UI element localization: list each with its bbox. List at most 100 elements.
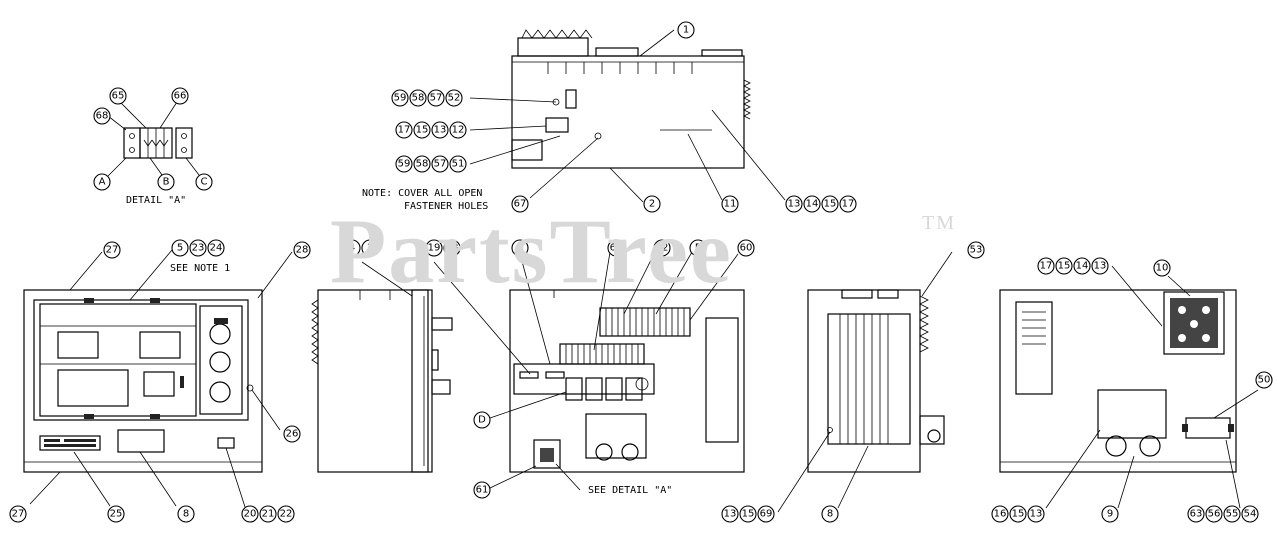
callout-69: 69 xyxy=(757,505,775,523)
svg-text:55: 55 xyxy=(1226,509,1239,520)
svg-text:13: 13 xyxy=(434,125,447,136)
svg-text:10: 10 xyxy=(1156,263,1169,274)
svg-text:67: 67 xyxy=(514,199,527,210)
callout-63: 63 xyxy=(1187,505,1205,523)
callout-55: 55 xyxy=(1223,505,1241,523)
svg-text:14: 14 xyxy=(806,199,819,210)
callout-12: 12 xyxy=(449,121,467,139)
svg-text:13: 13 xyxy=(1030,509,1043,520)
svg-text:19: 19 xyxy=(428,243,441,254)
callout-15: 15 xyxy=(413,121,431,139)
svg-text:56: 56 xyxy=(1208,509,1221,520)
callout-50: 50 xyxy=(1255,371,1273,389)
callout-24: 24 xyxy=(207,239,225,257)
svg-text:61: 61 xyxy=(476,485,489,496)
svg-text:27: 27 xyxy=(106,245,119,256)
svg-text:8: 8 xyxy=(827,509,833,520)
svg-text:14: 14 xyxy=(1076,261,1089,272)
svg-text:D: D xyxy=(478,415,486,426)
callout-A: A xyxy=(93,173,111,191)
callout-13: 13 xyxy=(721,505,739,523)
svg-text:53: 53 xyxy=(970,245,983,256)
callout-17: 17 xyxy=(839,195,857,213)
see-detail-a: SEE DETAIL "A" xyxy=(588,485,673,496)
svg-text:26: 26 xyxy=(286,429,299,440)
callout-58: 58 xyxy=(409,89,427,107)
svg-text:13: 13 xyxy=(724,509,737,520)
callout-67: 67 xyxy=(511,195,529,213)
callout-27: 27 xyxy=(9,505,27,523)
callout-15: 15 xyxy=(739,505,757,523)
svg-text:57: 57 xyxy=(434,159,447,170)
rear-view xyxy=(999,265,1259,509)
callout-13: 13 xyxy=(785,195,803,213)
svg-text:50: 50 xyxy=(1258,375,1271,386)
callout-10: 10 xyxy=(1153,259,1171,277)
svg-text:69: 69 xyxy=(760,509,773,520)
callout-64: 64 xyxy=(607,239,625,257)
svg-text:64: 64 xyxy=(610,243,623,254)
callout-15: 15 xyxy=(1009,505,1027,523)
callout-8: 8 xyxy=(177,505,195,523)
callout-22: 22 xyxy=(277,505,295,523)
callout-E: E xyxy=(689,239,707,257)
callout-51: 51 xyxy=(449,155,467,173)
svg-text:5: 5 xyxy=(177,243,183,254)
svg-text:68: 68 xyxy=(96,111,109,122)
svg-text:1: 1 xyxy=(683,25,689,36)
svg-text:66: 66 xyxy=(174,91,187,102)
callout-C: C xyxy=(195,173,213,191)
callout-56: 56 xyxy=(1205,505,1223,523)
top-view-assembly xyxy=(469,29,786,203)
callout-27: 27 xyxy=(103,241,121,259)
callout-1: 1 xyxy=(677,21,695,39)
svg-text:7: 7 xyxy=(517,243,523,254)
callout-15: 15 xyxy=(821,195,839,213)
front-view-control-panel xyxy=(23,249,293,511)
callout-16: 16 xyxy=(991,505,1009,523)
svg-text:B: B xyxy=(163,177,170,188)
callout-8: 8 xyxy=(821,505,839,523)
callout-15: 15 xyxy=(1055,257,1073,275)
svg-text:15: 15 xyxy=(416,125,429,136)
callout-19: 19 xyxy=(425,239,443,257)
note-cover-holes-line2: FASTENER HOLES xyxy=(404,201,489,212)
callout-7: 7 xyxy=(511,239,529,257)
svg-text:59: 59 xyxy=(398,159,411,170)
svg-text:15: 15 xyxy=(742,509,755,520)
callout-14: 14 xyxy=(803,195,821,213)
svg-text:17: 17 xyxy=(842,199,855,210)
svg-text:15: 15 xyxy=(824,199,837,210)
left-side-view xyxy=(311,261,453,473)
interior-view xyxy=(433,251,745,491)
svg-text:15: 15 xyxy=(1058,261,1071,272)
interior-view-callouts: 19 18 7 64 62 E 60 D 61 xyxy=(425,239,755,499)
callout-23: 23 xyxy=(189,239,207,257)
callout-52: 52 xyxy=(445,89,463,107)
callout-14: 14 xyxy=(1073,257,1091,275)
callout-21: 21 xyxy=(259,505,277,523)
svg-text:60: 60 xyxy=(740,243,753,254)
svg-text:8: 8 xyxy=(183,509,189,520)
svg-text:63: 63 xyxy=(1190,509,1203,520)
callout-68: 68 xyxy=(93,107,111,125)
right-side-view xyxy=(777,251,953,513)
svg-text:15: 15 xyxy=(1012,509,1025,520)
rear-view-callouts: 17 15 14 13 10 50 16 15 13 9 63 56 55 54 xyxy=(991,257,1273,523)
right-side-callouts: 53 13 15 69 8 xyxy=(721,241,985,523)
svg-text:59: 59 xyxy=(394,93,407,104)
callout-5: 5 xyxy=(171,239,189,257)
callout-13: 13 xyxy=(1027,505,1045,523)
svg-text:9: 9 xyxy=(1107,509,1113,520)
callout-2: 2 xyxy=(643,195,661,213)
callout-28: 28 xyxy=(293,241,311,259)
svg-text:17: 17 xyxy=(1040,261,1053,272)
callout-25: 25 xyxy=(107,505,125,523)
callout-54: 54 xyxy=(1241,505,1259,523)
left-side-callouts: 4 3 xyxy=(343,239,379,257)
svg-text:17: 17 xyxy=(398,125,411,136)
callout-57: 57 xyxy=(431,155,449,173)
callout-4: 4 xyxy=(343,239,361,257)
front-view-callouts: 27 5 23 24 28 26 27 25 8 20 21 22 xyxy=(9,239,311,523)
